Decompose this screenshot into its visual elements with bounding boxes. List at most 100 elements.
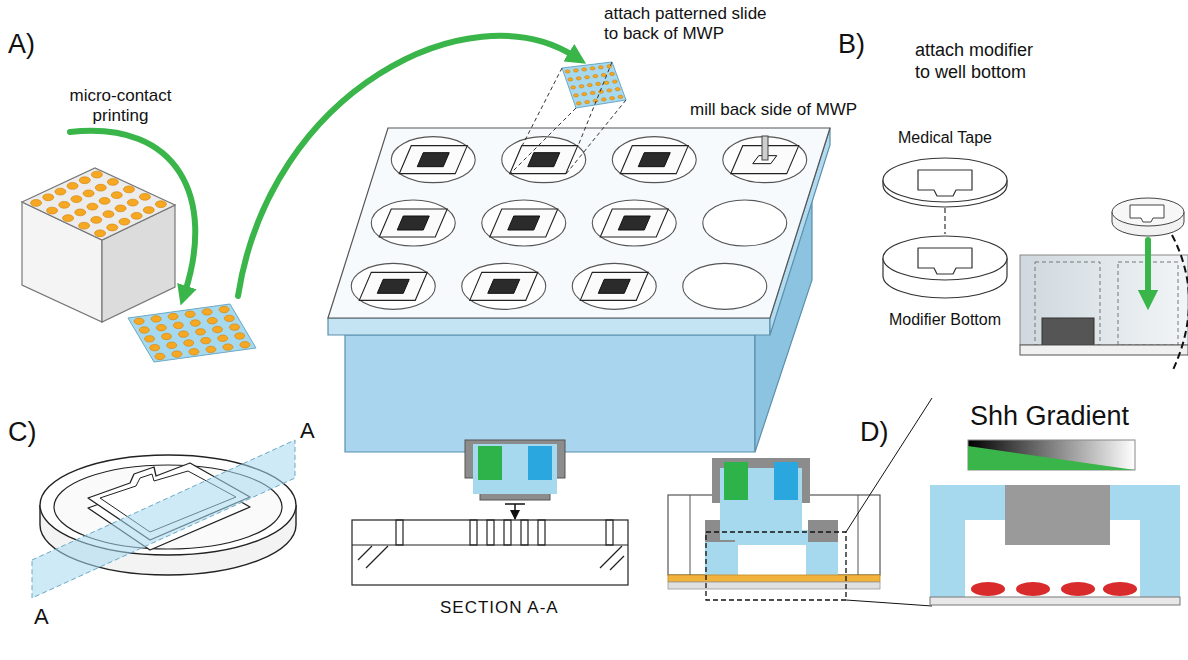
modifier-icon bbox=[1112, 198, 1184, 226]
zoom-leader bbox=[846, 600, 932, 606]
printed-spot bbox=[91, 171, 102, 178]
glass-slide bbox=[620, 146, 688, 174]
plate-well bbox=[703, 200, 787, 246]
section-base bbox=[538, 520, 545, 545]
printed-spot bbox=[43, 194, 54, 201]
plate-wells bbox=[351, 137, 807, 310]
modifier-bottom bbox=[918, 248, 972, 274]
glass-slide bbox=[359, 272, 427, 300]
section-base bbox=[600, 546, 622, 568]
plate-well bbox=[391, 137, 475, 183]
printed-spot bbox=[230, 324, 240, 330]
printed-spot bbox=[618, 95, 623, 98]
well-rim bbox=[683, 263, 767, 309]
section-base bbox=[521, 520, 528, 545]
assembled-well bbox=[774, 462, 798, 500]
printed-spot bbox=[574, 69, 579, 72]
shh-gradient-bar bbox=[968, 440, 1135, 470]
patterned-slide bbox=[128, 304, 256, 362]
well-side-view bbox=[1172, 235, 1188, 372]
process-arrow bbox=[238, 36, 574, 296]
printed-spot bbox=[156, 325, 166, 331]
multiwell-plate bbox=[328, 318, 770, 335]
section-plane bbox=[32, 440, 295, 598]
plate-well bbox=[351, 263, 435, 309]
zoom-view bbox=[1016, 582, 1050, 596]
printed-spot bbox=[579, 85, 584, 88]
milled-opening bbox=[598, 279, 630, 293]
well-side-view bbox=[1042, 318, 1094, 345]
printed-spot bbox=[185, 311, 195, 317]
printed-spot bbox=[179, 331, 189, 337]
printed-spot bbox=[576, 77, 581, 80]
printed-spot bbox=[585, 100, 590, 103]
milled-opening bbox=[618, 216, 650, 230]
printed-spot bbox=[75, 209, 86, 216]
section-base bbox=[396, 520, 403, 545]
printed-spot bbox=[590, 91, 595, 94]
assembled-well bbox=[706, 532, 846, 600]
printed-spot bbox=[145, 336, 155, 342]
insert-arrow bbox=[514, 504, 516, 519]
printed-spot bbox=[167, 342, 177, 348]
zoom-view bbox=[930, 485, 1180, 597]
printed-spot bbox=[565, 70, 570, 73]
assembled-well bbox=[690, 495, 691, 575]
well-side-view bbox=[1020, 235, 1188, 372]
printed-spot bbox=[115, 205, 126, 212]
printed-spot bbox=[601, 98, 606, 101]
printed-spot bbox=[150, 344, 160, 350]
section-cap bbox=[473, 444, 557, 494]
modifier-bottom bbox=[883, 236, 1007, 280]
placement-guides bbox=[510, 108, 576, 174]
multiwell-plate bbox=[345, 335, 755, 452]
milled-opening bbox=[417, 153, 449, 167]
zoom-view bbox=[1061, 582, 1095, 596]
printed-spot bbox=[107, 224, 118, 231]
section-base bbox=[352, 520, 628, 585]
modifier-icon bbox=[1112, 198, 1184, 236]
section-mark: A bbox=[300, 418, 315, 444]
process-arrow bbox=[70, 36, 574, 296]
section-base bbox=[610, 556, 624, 570]
section-cap bbox=[478, 446, 502, 480]
printed-spot bbox=[190, 320, 200, 326]
printed-spot bbox=[79, 222, 90, 229]
milled-opening bbox=[638, 153, 670, 167]
gradient-title: Shh Gradient bbox=[970, 400, 1129, 432]
printed-spot bbox=[206, 346, 216, 352]
well-rim bbox=[351, 263, 435, 309]
zoom-view bbox=[1103, 582, 1137, 596]
glass-slide bbox=[580, 272, 648, 300]
plate-well bbox=[592, 200, 676, 246]
printed-spot bbox=[95, 184, 106, 191]
assembled-well bbox=[724, 462, 748, 500]
printed-spot bbox=[596, 82, 601, 85]
printed-spot bbox=[87, 203, 98, 210]
milled-opening bbox=[488, 279, 520, 293]
printed-spot bbox=[574, 94, 579, 97]
printed-spot bbox=[31, 200, 42, 207]
placement-guides bbox=[578, 62, 612, 146]
part-name: Modifier Bottom bbox=[875, 310, 1015, 329]
printed-spot bbox=[139, 327, 149, 333]
printed-spot bbox=[610, 72, 615, 75]
section-base bbox=[470, 520, 477, 545]
placement-guides bbox=[522, 68, 562, 146]
printed-spot bbox=[571, 86, 576, 89]
section-base bbox=[606, 520, 613, 545]
glass-slide bbox=[510, 146, 578, 174]
printed-spot bbox=[139, 193, 150, 200]
printed-spot bbox=[83, 190, 94, 197]
plate-well bbox=[683, 263, 767, 309]
placement-guides bbox=[510, 62, 626, 174]
modifier-icon bbox=[1130, 205, 1164, 222]
milled-opening bbox=[528, 153, 560, 167]
milling-bit bbox=[762, 136, 768, 160]
section-cap bbox=[465, 440, 565, 500]
well-rim bbox=[502, 137, 586, 183]
section-cap bbox=[528, 446, 552, 480]
step-note: attach modifier to well bottom bbox=[915, 40, 1047, 83]
